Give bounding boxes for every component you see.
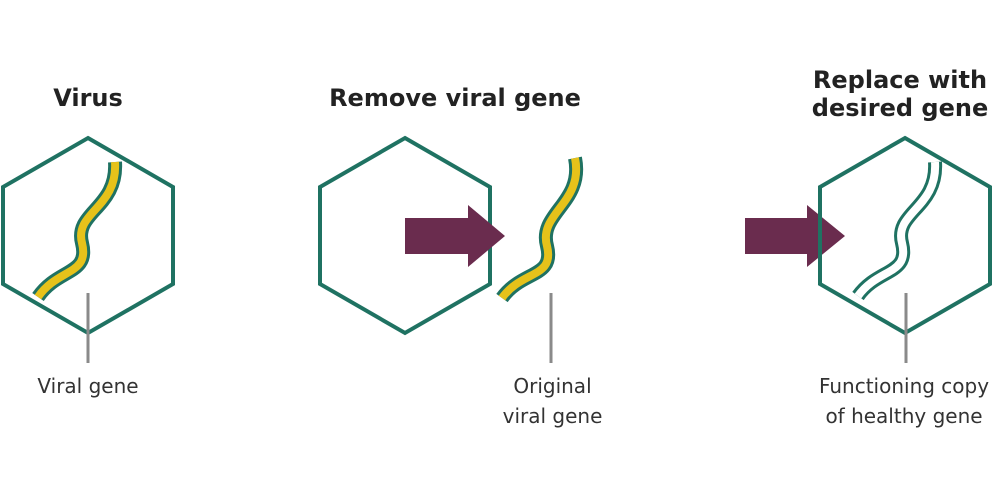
replace-arrow [745,205,845,267]
viral-gene-label: Viral gene [37,374,139,398]
viral-gene-strand [32,161,123,302]
removed-viral-gene-strand [496,156,584,303]
functioning-copy-label: Functioning copy of healthy gene [805,371,1003,431]
remove-arrow [405,205,505,267]
functioning-label-line-2: of healthy gene [825,404,983,428]
replace-title-line-2: desired gene [811,94,989,122]
empty-capsid-hexagon [318,135,492,336]
replace-panel [745,135,992,363]
replace-title-line-1: Replace with [812,66,988,94]
replace-with-desired-gene-title: Replace with desired gene [795,66,1004,122]
original-viral-gene-label: Original viral gene [470,371,635,431]
virus-title: Virus [53,84,123,112]
functioning-label-line-1: Functioning copy [818,374,990,398]
healthy-gene-strand [852,161,943,301]
original-label-line-2: viral gene [502,404,603,428]
remove-panel [318,135,584,363]
virus-panel [1,135,175,363]
original-label-line-1: Original [513,374,592,398]
remove-viral-gene-title: Remove viral gene [329,84,581,112]
